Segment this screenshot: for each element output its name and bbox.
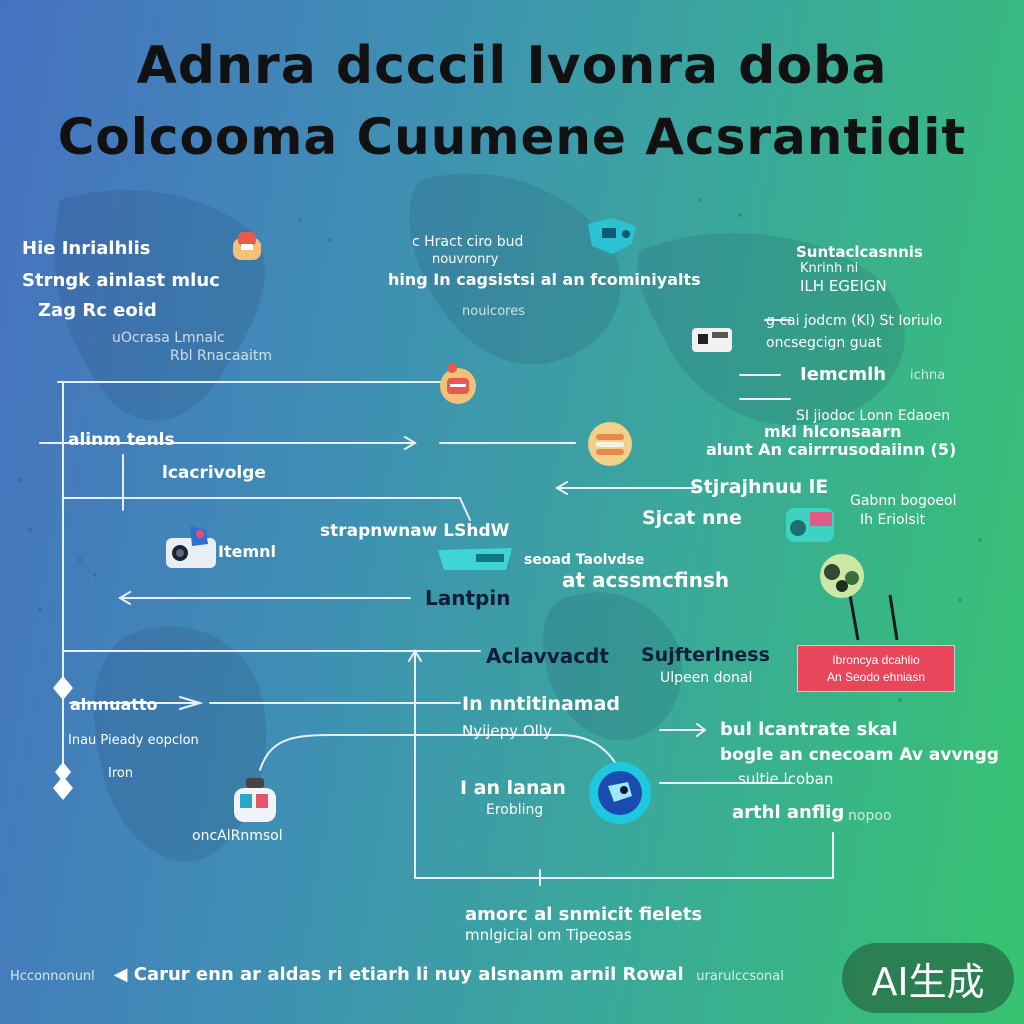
label-top-left-sub-2: Rbl Rnacaaitm bbox=[170, 348, 273, 364]
label-top-right-7: SI jiodoc Lonn Edaoen bbox=[796, 408, 951, 424]
globe-circle-icon bbox=[589, 762, 651, 824]
label-nntitinand: In nntitinamad bbox=[462, 693, 621, 715]
label-stjrajhnuu: Stjrajhnuu lE bbox=[690, 476, 829, 498]
label-alinm-tens: alinm tenls bbox=[68, 430, 175, 450]
label-top-center-1: c Hract ciro bud bbox=[412, 234, 524, 250]
label-top-right-4: g cai jodcm (Kl) St Ioriulo bbox=[766, 313, 943, 329]
label-top-left-3: Zag Rc eoid bbox=[38, 300, 157, 321]
label-top-left-sub-1: uOcrasa Lmnalc bbox=[112, 330, 225, 346]
label-pieadny: Inau Pieady eopclon bbox=[68, 733, 199, 748]
label-top-center-4: nouicores bbox=[462, 304, 525, 319]
label-top-right-8: mkl hlconsaarn bbox=[764, 422, 902, 441]
label-an-lanan: I an lanan bbox=[460, 777, 566, 799]
label-gabnn-2: Ih Eriolsit bbox=[860, 512, 926, 528]
label-top-right-3: ILH EGEIGN bbox=[800, 277, 887, 295]
footer-arrow-icon: ◀ bbox=[113, 964, 128, 985]
ai-generated-badge: AI生成 bbox=[842, 943, 1014, 1013]
gift-icon-mid bbox=[440, 363, 476, 404]
label-sultie: sultie lcoban bbox=[738, 770, 834, 788]
label-top-left-1: Hie Inrialhlis bbox=[22, 238, 151, 259]
label-top-right-2: Knrinh ni bbox=[800, 261, 859, 276]
label-bottom-center-1: amorc al snmicit fielets bbox=[465, 904, 703, 925]
label-tron: Iron bbox=[108, 766, 134, 781]
footer-text-line: Hcconnonunl ◀ Carur enn ar aldas ri etia… bbox=[10, 964, 784, 985]
footer-main-text: Carur enn ar aldas ri etiarh li nuy alsn… bbox=[133, 964, 684, 985]
label-arthl-sub: nopoo bbox=[848, 808, 892, 824]
label-top-center-3: hing In cagsistsi al an fcominiyalts bbox=[388, 270, 701, 289]
highlight-red-box: Ibroncya dcahlio An Seodo ehniasn bbox=[797, 645, 955, 692]
red-box-line-2: An Seodo ehniasn bbox=[826, 669, 926, 684]
label-sjcat-nne: Sjcat nne bbox=[642, 507, 742, 529]
label-erobling: Erobling bbox=[486, 802, 544, 818]
gift-icon bbox=[233, 232, 261, 260]
label-arthl: arthl anflig bbox=[732, 802, 845, 823]
machine-icon bbox=[786, 508, 834, 542]
label-ulpeen: Ulpeen donal bbox=[660, 670, 753, 686]
label-gabnn: Gabnn bogoeol bbox=[850, 493, 957, 509]
title-line-1: Adnra dcccil Ivonra doba bbox=[136, 36, 888, 96]
label-top-left-2: Strngk ainlast mluc bbox=[22, 270, 220, 291]
desk-icon bbox=[234, 778, 276, 822]
burger-icon bbox=[588, 422, 632, 466]
label-bul-2: bogle an cnecoam Av avvngg bbox=[720, 745, 999, 765]
label-strapnwnaw: strapnwnaw LShdW bbox=[320, 521, 510, 541]
label-bottom-center-2: mnlgicial om Tipeosas bbox=[465, 926, 632, 944]
tree-icon bbox=[820, 554, 864, 598]
label-lcacrivolge: lcacrivolge bbox=[162, 463, 266, 483]
label-nyijepy: Nyijepy Olly bbox=[462, 722, 552, 740]
cyan-device-icon bbox=[438, 548, 512, 570]
label-alnnuatto: alnnuatto bbox=[70, 695, 158, 714]
label-sujfterlness: Sujfterlness bbox=[641, 644, 770, 666]
label-top-center-2: nouvronry bbox=[432, 252, 499, 267]
label-arnstmol: oncAlRnmsol bbox=[192, 828, 283, 844]
label-top-right-1: Suntaclcasnnis bbox=[796, 243, 923, 261]
label-bul-1: bul lcantrate skal bbox=[720, 719, 898, 740]
footer-left-small: Hcconnonunl bbox=[10, 969, 95, 984]
label-top-right-6b: ichna bbox=[910, 368, 946, 383]
puzzle-icon bbox=[588, 218, 636, 254]
label-lantpin: Lantpin bbox=[425, 586, 511, 610]
title-line-2: Colcooma Cuumene Acsrantidit bbox=[57, 108, 967, 166]
label-acssmcfinsh: at acssmcfinsh bbox=[562, 568, 730, 592]
label-top-right-5: oncsegcign guat bbox=[766, 335, 882, 351]
label-top-right-9: alunt An cairrrusodaiinn (5) bbox=[706, 440, 957, 459]
label-aclavvacdt: Aclavvacdt bbox=[486, 644, 609, 668]
footer-right-small: urarulccsonal bbox=[696, 969, 784, 984]
red-box-line-1: Ibroncya dcahlio bbox=[832, 652, 920, 667]
label-top-right-6: Iemcmlh bbox=[800, 364, 887, 385]
label-seoad: seoad Taolvdse bbox=[524, 552, 645, 568]
cake-icon bbox=[692, 328, 732, 352]
label-ternl: Itemnl bbox=[218, 542, 276, 561]
camera-icon bbox=[166, 526, 216, 568]
